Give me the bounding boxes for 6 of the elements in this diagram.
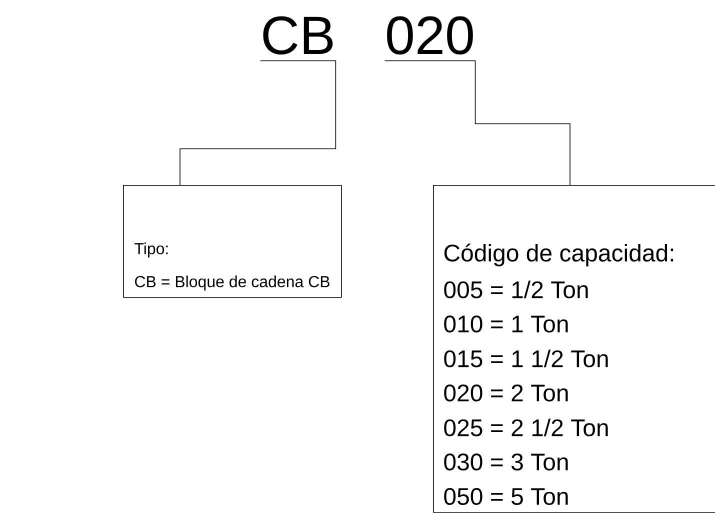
description-box: Código de capacidad: 005 = 1/2 Ton 010 = 1 Ton 015 = 1 1/2 Ton 020 = 2 Ton 025 = 2 1/2 Ton 030 = 3 Ton 050 = 5 Ton bbox=[433, 185, 715, 513]
code-text: CB bbox=[263, 16, 333, 55]
code-text: 020 bbox=[387, 16, 473, 55]
leader-line bbox=[180, 60, 336, 186]
description-box: Tipo: CB = Bloque de cadena CB bbox=[123, 185, 342, 298]
leader-line bbox=[384, 60, 570, 186]
